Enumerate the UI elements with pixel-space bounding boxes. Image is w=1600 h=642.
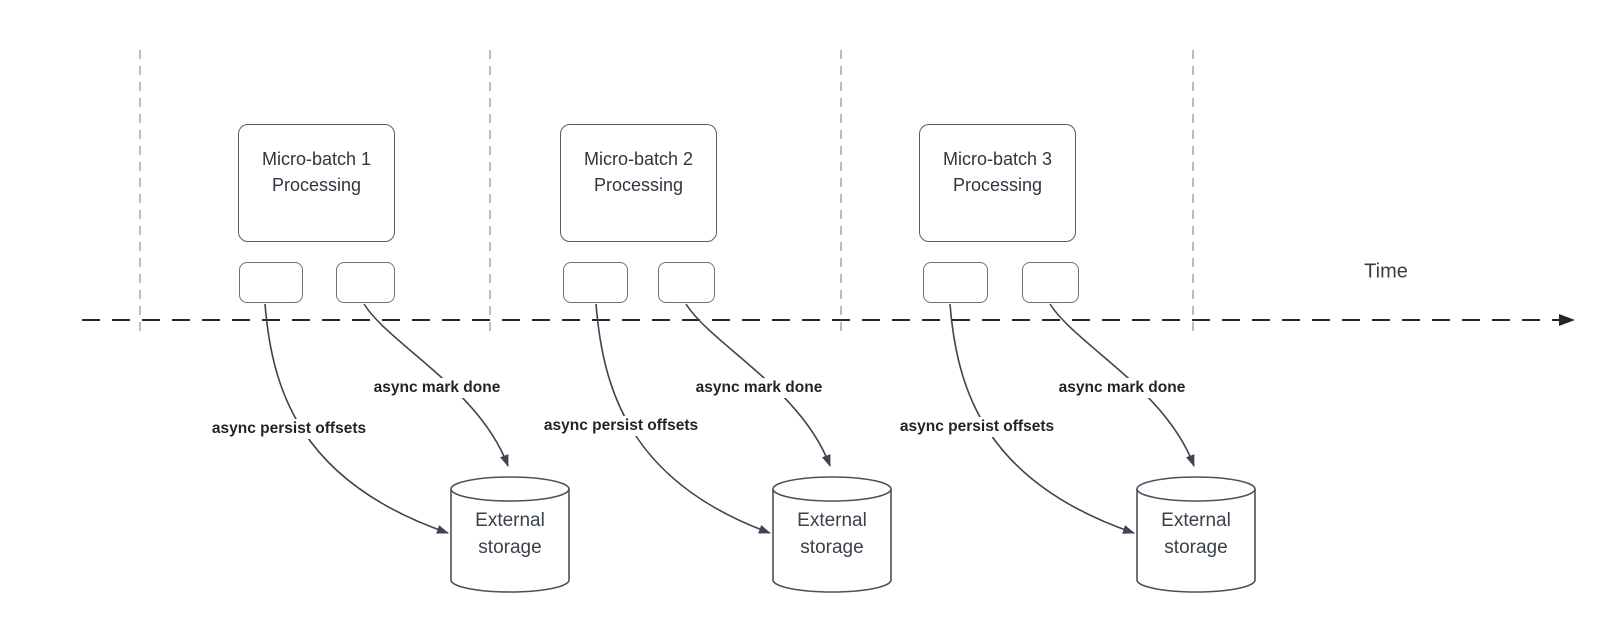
microbatch-2-processing-box: Micro-batch 2 Processing <box>560 124 717 242</box>
external-storage-2-line1: External <box>797 510 867 531</box>
microbatch-3-title: Micro-batch 3 <box>942 149 1053 169</box>
microbatch-1-processing-box: Micro-batch 1 Processing <box>238 124 395 242</box>
microbatch-1-subtitle: Processing <box>271 175 362 195</box>
microbatch-3-processing-box: Micro-batch 3 Processing <box>919 124 1076 242</box>
done-task-box-1 <box>336 262 395 303</box>
microbatch-2-subtitle: Processing <box>593 175 684 195</box>
external-storage-1-line2: storage <box>478 537 542 558</box>
storage-cylinder-1 <box>450 476 570 593</box>
external-storage-3-line1: External <box>1161 510 1231 531</box>
microbatch-1-title: Micro-batch 1 <box>261 149 372 169</box>
persist-offsets-label-2: async persist offsets <box>540 416 702 436</box>
batch-boundary-guides <box>139 50 1194 338</box>
microbatch-3-subtitle: Processing <box>952 175 1043 195</box>
storage-cylinders <box>450 476 1256 593</box>
persist-task-box-1 <box>239 262 303 303</box>
external-storage-3-line2: storage <box>1164 537 1228 558</box>
done-task-box-3 <box>1022 262 1079 303</box>
microbatch-2-title: Micro-batch 2 <box>583 149 694 169</box>
external-storage-2-line2: storage <box>800 537 864 558</box>
external-storage-label-3: External storage <box>1161 507 1231 561</box>
done-task-box-2 <box>658 262 715 303</box>
mark-done-label-2: async mark done <box>692 378 826 398</box>
time-axis-label: Time <box>1364 260 1408 283</box>
mark-done-label-1: async mark done <box>370 378 504 398</box>
storage-cylinder-2 <box>772 476 892 593</box>
mark-done-arrow-1 <box>363 303 509 467</box>
persist-offsets-label-1: async persist offsets <box>208 419 370 439</box>
persist-offsets-label-3: async persist offsets <box>896 417 1058 437</box>
mark-done-arrow-3 <box>1049 303 1195 467</box>
mark-done-label-3: async mark done <box>1055 378 1189 398</box>
mark-done-arrow-2 <box>685 303 831 467</box>
external-storage-1-line1: External <box>475 510 545 531</box>
external-storage-label-1: External storage <box>475 507 545 561</box>
persist-task-box-2 <box>563 262 628 303</box>
external-storage-label-2: External storage <box>797 507 867 561</box>
persist-task-box-3 <box>923 262 988 303</box>
storage-cylinder-3 <box>1136 476 1256 593</box>
